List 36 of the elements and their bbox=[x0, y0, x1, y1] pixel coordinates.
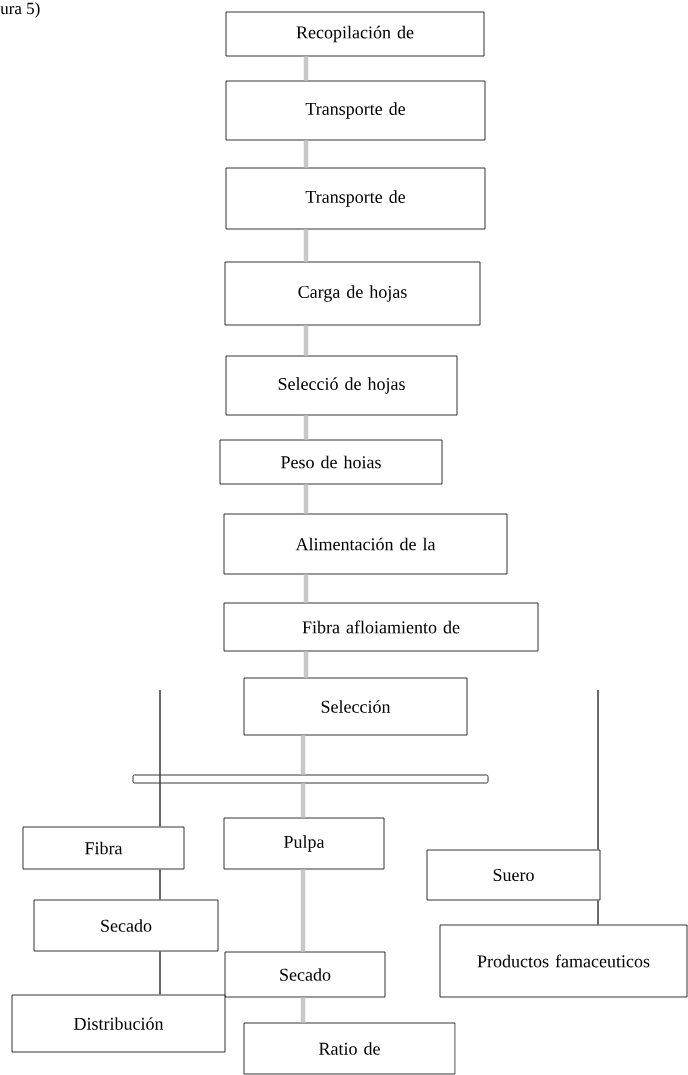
process-box: Distribución bbox=[11, 994, 226, 1053]
process-box: Transporte de bbox=[225, 80, 486, 141]
process-box: Productos famaceuticos bbox=[439, 924, 688, 998]
process-box: Fibra afloiamiento de bbox=[223, 602, 539, 652]
connector-line bbox=[300, 997, 306, 1023]
figure-number: ura 5) bbox=[0, 2, 40, 18]
connector-line bbox=[597, 689, 599, 851]
process-box: Selecció de hojas bbox=[225, 355, 458, 416]
process-box: Pulpa bbox=[223, 817, 385, 870]
connector-line bbox=[597, 899, 599, 926]
process-box: Recopilación de bbox=[225, 11, 485, 57]
connector-line bbox=[303, 140, 309, 168]
process-box: Peso de hoias bbox=[219, 439, 443, 485]
connector-line bbox=[300, 735, 306, 775]
connector-line bbox=[303, 651, 309, 678]
process-box: Transporte de bbox=[225, 167, 486, 230]
connector-line bbox=[159, 689, 161, 828]
process-box: Alimentación de la bbox=[223, 513, 508, 575]
process-box: Fibra bbox=[22, 826, 185, 870]
connector-line bbox=[303, 229, 309, 262]
connector-line bbox=[300, 869, 306, 952]
connector-line bbox=[303, 574, 309, 603]
connector-line bbox=[303, 484, 309, 514]
process-box: Suero bbox=[426, 849, 601, 901]
divider-bar bbox=[132, 774, 489, 784]
connector-line bbox=[300, 783, 306, 818]
connector-line bbox=[303, 325, 309, 356]
process-box: Selección bbox=[243, 677, 468, 736]
connector-line bbox=[159, 868, 161, 901]
process-box: Secado bbox=[33, 899, 219, 952]
connector-line bbox=[303, 415, 309, 440]
process-box: Carga de hojas bbox=[224, 261, 481, 326]
process-box: Ratio de bbox=[243, 1022, 456, 1075]
connector-line bbox=[303, 56, 309, 81]
connector-line bbox=[159, 950, 161, 996]
process-box: Secado bbox=[224, 951, 386, 998]
